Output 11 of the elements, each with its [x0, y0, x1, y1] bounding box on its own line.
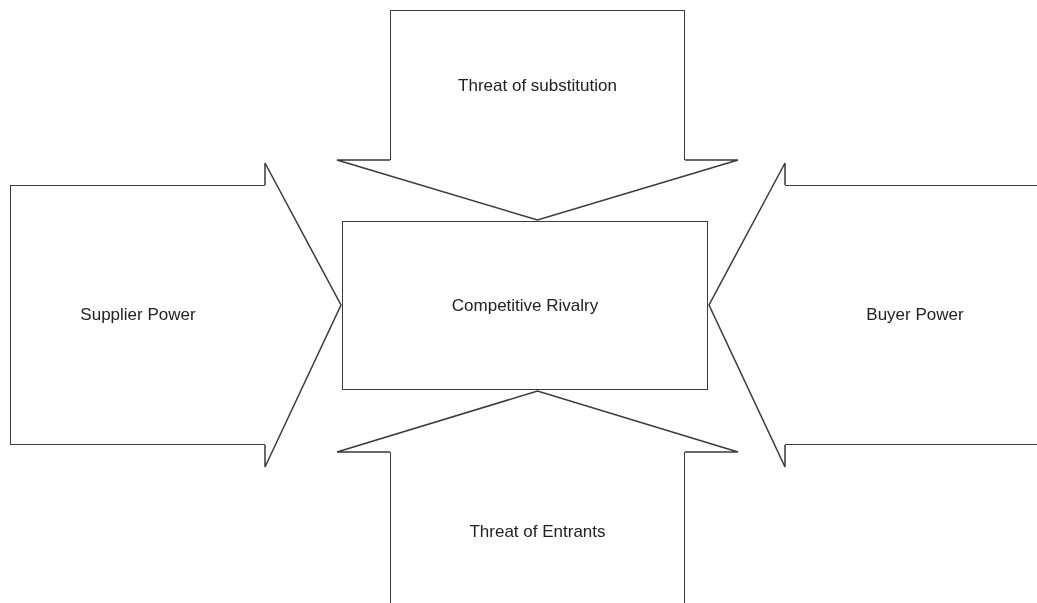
arrow-head	[708, 162, 786, 468]
arrow-head	[336, 390, 739, 453]
node-label: Supplier Power	[79, 305, 197, 325]
node-label: Threat of Entrants	[468, 522, 607, 542]
node-label: Threat of substitution	[457, 75, 618, 96]
block-arrow-body	[390, 452, 685, 603]
arrow-head	[264, 162, 342, 468]
arrow-head	[336, 159, 739, 221]
node-label: Buyer Power	[865, 305, 965, 325]
node-label: Competitive Rivalry	[450, 295, 600, 316]
block-arrow-body	[390, 10, 685, 160]
